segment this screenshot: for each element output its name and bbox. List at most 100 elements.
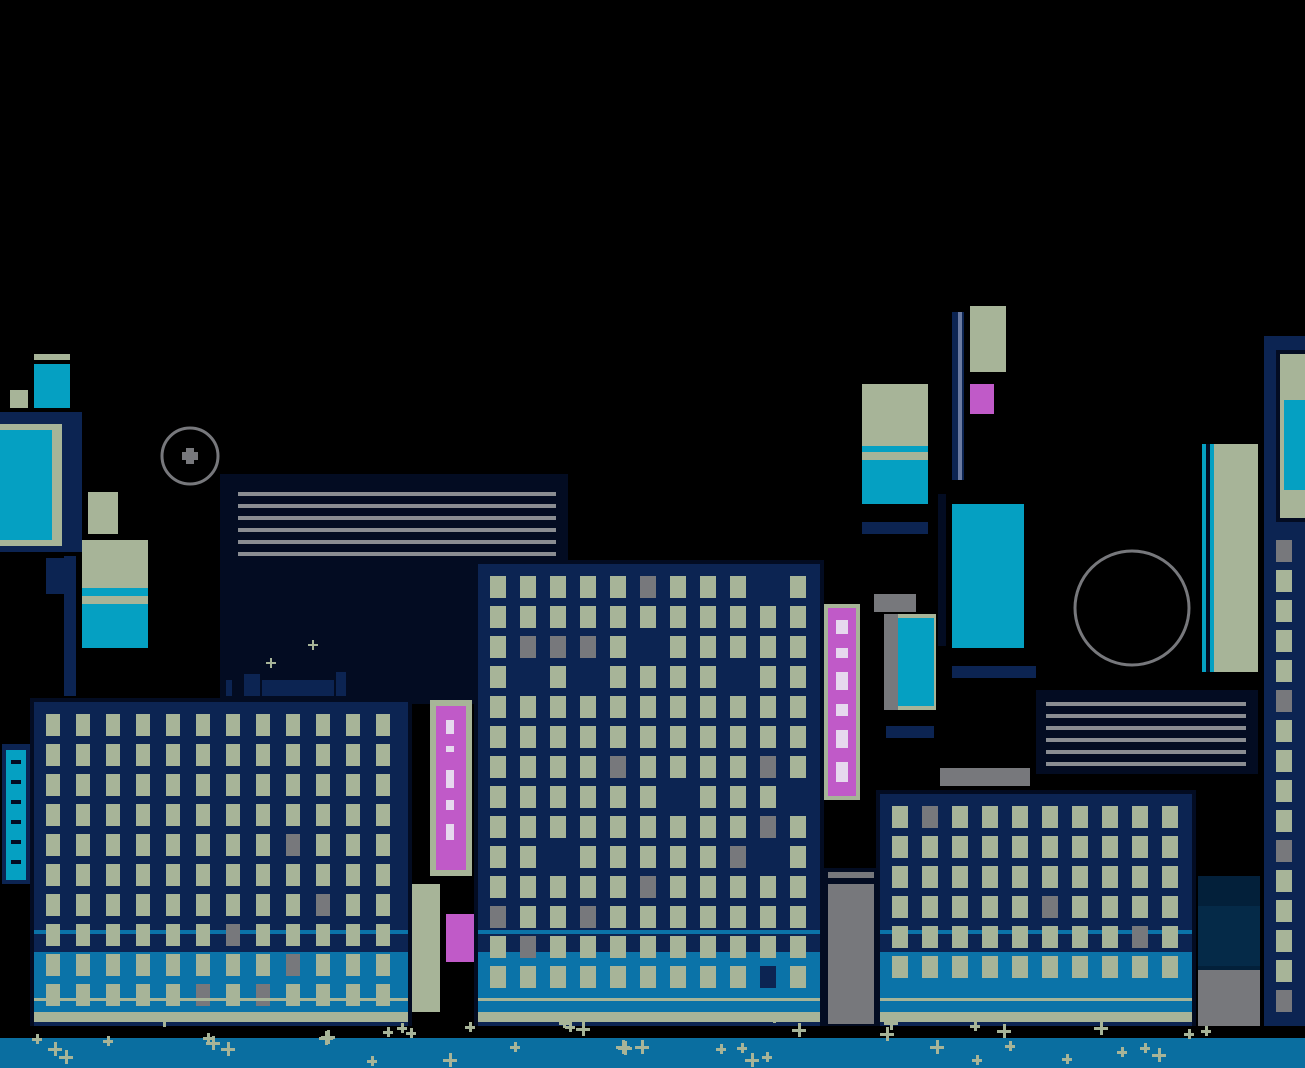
sparkle-icon [1100,1021,1103,1035]
window [1276,690,1292,712]
window [610,786,626,808]
window [952,896,968,918]
window [46,774,60,796]
window [1276,810,1292,832]
window [700,756,716,778]
left-office-building [30,698,412,1030]
window [610,696,626,718]
window [580,846,596,868]
window [1276,540,1292,562]
window [1276,720,1292,742]
window [730,876,746,898]
window [346,744,360,766]
window [670,756,686,778]
window [730,666,746,688]
window [700,576,716,598]
window [760,606,776,628]
window [256,894,270,916]
sparkle-icon [1158,1048,1161,1062]
right-tower-group [862,306,1258,786]
window [256,864,270,886]
window [46,894,60,916]
window [1132,866,1148,888]
left-tower-group [0,354,148,696]
sparkle-icon [163,1013,166,1027]
window [226,984,240,1006]
window [226,924,240,946]
window [166,984,180,1006]
window [196,864,210,886]
neon-sign-mid [410,700,474,1012]
window [520,966,536,988]
window [1162,806,1178,828]
window [1276,660,1292,682]
window [106,954,120,976]
window [490,846,506,868]
window [286,714,300,736]
sparkle-icon [563,1018,566,1028]
window [550,846,566,868]
window [922,896,938,918]
window [346,864,360,886]
window [1132,956,1148,978]
window [760,636,776,658]
window [520,876,536,898]
window [1162,836,1178,858]
window [550,756,566,778]
window [76,744,90,766]
window [730,816,746,838]
window [376,894,390,916]
window [166,834,180,856]
window [1276,960,1292,982]
window [700,876,716,898]
window [670,666,686,688]
sparkle-icon [974,1021,977,1031]
window [730,966,746,988]
window [580,966,596,988]
sparkle-icon [387,1027,390,1037]
sparkle-icon [1121,1047,1124,1057]
window [1072,896,1088,918]
window [1072,956,1088,978]
window [730,606,746,628]
sparkle-icon [886,1027,889,1041]
window [1276,630,1292,652]
window [316,804,330,826]
window [376,954,390,976]
sparkle-icon [212,1036,215,1050]
sparkle-icon [1205,1026,1208,1036]
window [1102,866,1118,888]
window [76,924,90,946]
window [790,576,806,598]
window [1132,836,1148,858]
sparkle-icon [641,1040,644,1054]
window [1102,896,1118,918]
gray-connector-tower [824,868,1260,1028]
window [700,786,716,808]
window [46,714,60,736]
window [982,866,998,888]
window [376,984,390,1006]
window [166,714,180,736]
window [640,846,656,868]
window [490,756,506,778]
window [550,936,566,958]
window [760,576,776,598]
rooftop-sparkles [266,640,318,668]
sparkle-icon [449,1053,452,1067]
window [76,984,90,1006]
window [580,576,596,598]
window [700,816,716,838]
window [1012,836,1028,858]
window [670,696,686,718]
window [1042,806,1058,828]
window [760,816,776,838]
window [922,926,938,948]
window [166,864,180,886]
window [376,714,390,736]
window [550,966,566,988]
window [580,606,596,628]
window [580,936,596,958]
sparkle-icon [1009,1041,1012,1051]
window [316,894,330,916]
